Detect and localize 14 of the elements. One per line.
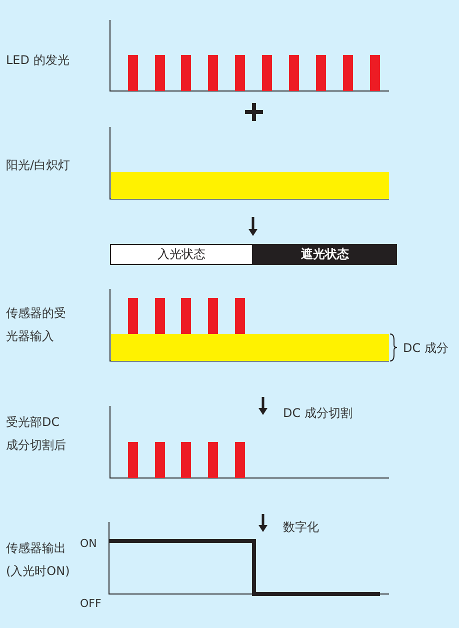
- level-label: OFF: [80, 597, 102, 610]
- state-box: [253, 244, 397, 265]
- row-label: 传感器的受光器输入: [6, 306, 66, 343]
- level-label: ON: [80, 537, 97, 550]
- row-label: LED 的发光: [6, 53, 70, 67]
- row-label: 传感器输出(入光时ON): [6, 541, 70, 578]
- brace-label: DC 成分: [403, 341, 448, 355]
- step-label: DC 成分切割: [283, 406, 352, 420]
- state-label: 入光状态: [158, 246, 206, 263]
- state-label: 遮光状态: [301, 246, 349, 263]
- step-label: 数字化: [283, 520, 319, 534]
- state-box: [110, 244, 253, 265]
- row-label: 阳光/白炽灯: [6, 158, 70, 172]
- row-label: 受光部DC成分切割后: [6, 415, 66, 452]
